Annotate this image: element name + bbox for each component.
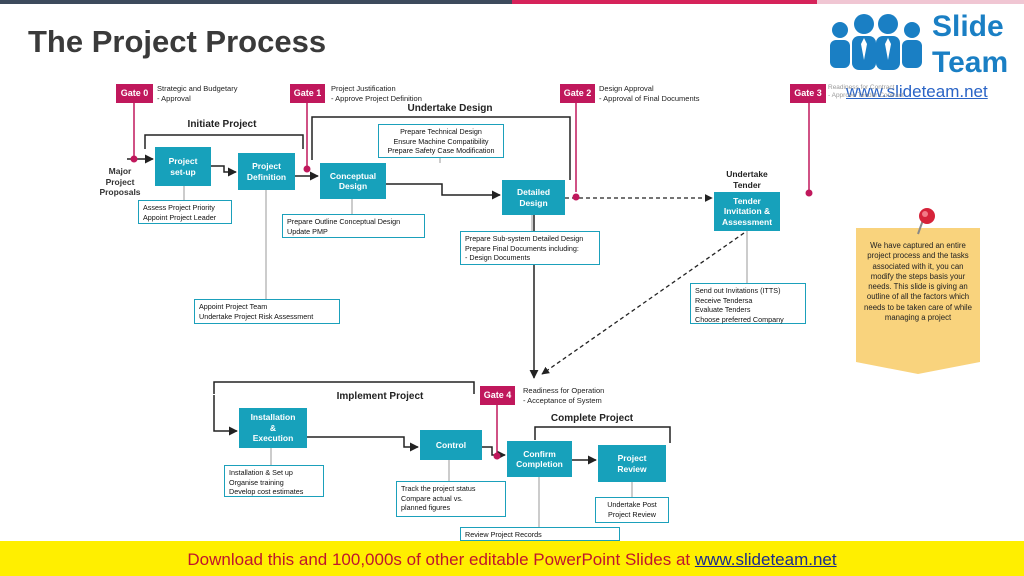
project-team-note: Appoint Project Team Undertake Project R… — [194, 299, 340, 324]
project-setup-box[interactable]: Project set-up — [155, 147, 211, 186]
gate-2[interactable]: Gate 2 — [560, 84, 595, 103]
gate-3-note: Readiness for Contract - Approve Tender … — [828, 84, 904, 99]
gate-1-note: Project Justification - Approve Project … — [331, 84, 422, 103]
confirm-completion-box[interactable]: Confirm Completion — [507, 441, 572, 477]
slideteam-logo-icon — [830, 14, 922, 70]
top-strip-pink — [512, 0, 817, 4]
phase-initiate-label: Initiate Project — [187, 119, 257, 130]
gate-0[interactable]: Gate 0 — [116, 84, 153, 103]
top-strip-dark — [0, 0, 512, 4]
review-records-note: Review Project Records — [460, 527, 620, 541]
footer-banner — [0, 541, 1024, 576]
conceptual-design-box[interactable]: Conceptual Design — [320, 163, 386, 199]
detailed-design-box[interactable]: Detailed Design — [502, 180, 565, 215]
gate-4[interactable]: Gate 4 — [480, 386, 515, 405]
setup-tasks-note: Assess Project Priority Appoint Project … — [138, 200, 232, 224]
gate-4-note: Readiness for Operation - Acceptance of … — [523, 386, 605, 405]
sticky-note-text: We have captured an entire project proce… — [864, 241, 972, 323]
gate-0-note: Strategic and Budgetary - Approval — [157, 84, 238, 103]
post-review-note: Undertake Post Project Review — [595, 497, 669, 523]
conceptual-tasks-note: Prepare Outline Conceptual Design Update… — [282, 214, 425, 238]
installation-execution-box[interactable]: Installation & Execution — [239, 408, 307, 448]
logo-url-link[interactable]: www.slideteam.net — [846, 82, 988, 101]
pushpin-icon — [917, 208, 935, 235]
prepare-design-note: Prepare Technical Design Ensure Machine … — [378, 124, 504, 158]
gate-1[interactable]: Gate 1 — [290, 84, 325, 103]
top-strip-light — [817, 0, 1024, 4]
project-review-box[interactable]: Project Review — [598, 445, 666, 482]
footer-url-link[interactable]: www.slideteam.net — [694, 550, 837, 569]
control-box[interactable]: Control — [420, 430, 482, 460]
logo-team: Team — [932, 46, 1009, 79]
subsystem-design-note: Prepare Sub-system Detailed Design Prepa… — [460, 231, 600, 265]
phase-undertake-tender-label: Undertake Tender — [726, 169, 768, 190]
installation-tasks-note: Installation & Set up Organise training … — [224, 465, 324, 497]
phase-implement-label: Implement Project — [336, 391, 424, 402]
footer-message: Download this and 100,000s of other edit… — [187, 550, 695, 569]
major-proposals-label: Major Project Proposals — [99, 166, 141, 197]
project-definition-box[interactable]: Project Definition — [238, 153, 295, 190]
sticky-note-tip — [856, 362, 980, 374]
tender-invitation-box[interactable]: Tender Invitation & Assessment — [714, 192, 780, 231]
phase-complete-label: Complete Project — [550, 413, 634, 424]
sticky-note — [856, 228, 980, 362]
phase-undertake-design-label: Undertake Design — [407, 103, 493, 114]
gate-2-note: Design Approval - Approval of Final Docu… — [599, 84, 700, 103]
tender-tasks-note: Send out Invitations (ITTS) Receive Tend… — [690, 283, 806, 324]
footer-text: Download this and 100,000s of other edit… — [0, 550, 1024, 570]
control-tasks-note: Track the project status Compare actual … — [396, 481, 506, 517]
logo-slide: Slide — [932, 10, 1004, 43]
page-title: The Project Process — [28, 24, 327, 59]
gate-3[interactable]: Gate 3 — [790, 84, 826, 103]
